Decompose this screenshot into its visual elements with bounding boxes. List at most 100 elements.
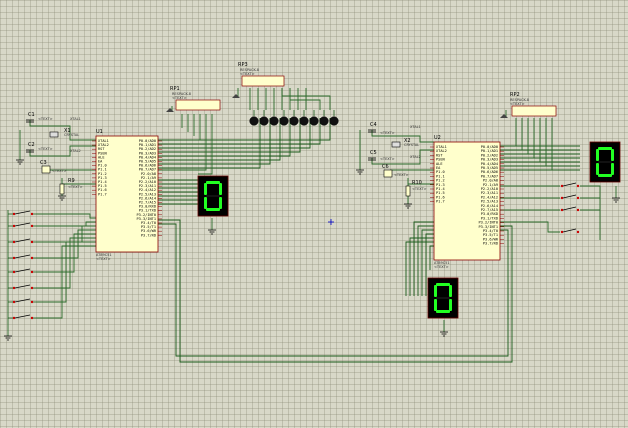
- mcu-u2-ref: U2: [434, 135, 441, 141]
- mcu-u2[interactable]: U2 AT89C51 <TEXT> XTAL1XTAL2RSTPSENALEEA…: [430, 135, 504, 269]
- mcu-pin-label: XTAL2: [436, 149, 447, 153]
- respack-rp3[interactable]: RP3 RESPACK-8 <TEXT>: [238, 62, 285, 87]
- respack-rp1-sub: <TEXT>: [172, 96, 187, 100]
- seven-seg-display-1[interactable]: 0: [197, 175, 229, 217]
- crystal-x2[interactable]: X2 CRYSTAL XTAL1 XTAL2: [391, 125, 421, 159]
- switch-lever[interactable]: [562, 182, 577, 187]
- crystal-x2-part: CRYSTAL: [404, 143, 419, 147]
- switch-contact: [560, 230, 564, 234]
- switch-contact: [12, 256, 16, 260]
- mcu-pin-label: P3.6/WR: [141, 229, 157, 233]
- mcu-pin-label: P2.7/A15: [481, 208, 498, 212]
- respack-rp1[interactable]: RP1 RESPACK-8 <TEXT>: [170, 86, 221, 111]
- crystal-x1-part: CRYSTAL: [64, 133, 79, 137]
- mcu-u1-right-pins: P0.0/AD0P0.1/AD1P0.2/AD2P0.3/AD3P0.4/AD4…: [137, 139, 162, 237]
- mcu-u2-body[interactable]: [433, 141, 501, 261]
- capacitor-c4-sub: <TEXT>: [380, 131, 395, 135]
- mcu-pin-label: P3.4/T0: [141, 221, 156, 225]
- switch-contact: [30, 256, 34, 260]
- ground-symbol: [4, 335, 12, 341]
- led-indicator: [269, 116, 279, 126]
- mcu-pin-label: XTAL2: [98, 143, 109, 147]
- switch-contact: [30, 240, 34, 244]
- switch-lever[interactable]: [562, 228, 577, 233]
- led-indicator: [319, 116, 329, 126]
- crystal-x1[interactable]: X1 CRYSTAL XTAL1 XTAL2: [49, 117, 81, 153]
- switch-contact: [560, 184, 564, 188]
- respack-rp2-sub: <TEXT>: [510, 102, 525, 106]
- mcu-pin-label: ALE: [436, 162, 443, 166]
- mcu-pin-label: P0.1/AD1: [481, 149, 498, 153]
- mcu-pin-label: P3.4/T0: [483, 229, 498, 233]
- mcu-pin-label: P0.1/AD1: [139, 143, 156, 147]
- seven-seg-segment: [436, 310, 450, 313]
- led-indicator: [279, 116, 289, 126]
- switch-contact: [12, 212, 16, 216]
- power-terminal-icon: [232, 94, 240, 98]
- seven-seg-segment: [436, 283, 450, 286]
- capacitor-c3[interactable]: C3 <TEXT>: [40, 160, 67, 174]
- mcu-pin-label: P1.3: [98, 176, 107, 180]
- resistor-r9[interactable]: R9 <TEXT>: [59, 178, 83, 195]
- seven-seg-segment-off: [436, 297, 450, 299]
- mcu-u1[interactable]: U1 AT89C51 <TEXT> XTAL1XTAL2RSTPSENALEEA…: [92, 129, 162, 261]
- seven-seg-segment: [219, 197, 222, 209]
- switch-lever[interactable]: [14, 238, 31, 243]
- mcu-pin-label: P2.3/A11: [481, 191, 498, 195]
- xtal2-label-u2: XTAL2: [410, 155, 421, 159]
- respack-rp2-ref: RP2: [510, 92, 520, 98]
- switch-lever[interactable]: [14, 254, 31, 259]
- capacitor-c4-ref: C4: [370, 122, 377, 128]
- mcu-pin-label: P0.6/AD6: [139, 164, 156, 168]
- crystal-x2-ref: X2: [404, 138, 411, 144]
- switch-lever[interactable]: [14, 298, 31, 303]
- switch-lever[interactable]: [14, 222, 31, 227]
- mcu-pin-label: P0.2/AD2: [139, 147, 156, 151]
- mcu-pin-label: P0.4/AD4: [481, 162, 498, 166]
- mcu-pin-label: P0.3/AD3: [481, 158, 498, 162]
- mcu-pin-label: P3.6/WR: [483, 237, 499, 241]
- seven-seg-display-3[interactable]: 0: [427, 277, 459, 319]
- mcu-u2-sub: <TEXT>: [434, 265, 449, 269]
- seven-seg-display-2[interactable]: 0: [589, 141, 621, 183]
- switch-lever[interactable]: [562, 194, 577, 199]
- respack-rp2[interactable]: RP2 RESPACK-8 <TEXT>: [510, 92, 557, 117]
- mcu-pin-label: RST: [436, 153, 443, 157]
- seven-seg-segment: [598, 174, 612, 177]
- power-terminal-icon: [500, 114, 508, 118]
- mcu-pin-label: XTAL1: [98, 139, 109, 143]
- mcu-pin-label: P3.3/INT1: [479, 225, 498, 229]
- mcu-u1-part: AT89C51: [96, 253, 112, 257]
- mcu-u1-left-pins: XTAL1XTAL2RSTPSENALEEAP1.0P1.1P1.2P1.3P1…: [92, 139, 109, 196]
- capacitor-c6[interactable]: C6 <TEXT>: [382, 164, 409, 178]
- switch-lever[interactable]: [14, 314, 31, 319]
- capacitor-c4[interactable]: C4 <TEXT>: [368, 122, 395, 135]
- resistor-r10[interactable]: R10 <TEXT>: [405, 180, 427, 197]
- mcu-pin-label: PSEN: [436, 158, 445, 162]
- led-indicator: [299, 116, 309, 126]
- switch-contact: [30, 286, 34, 290]
- xtal2-label-u1: XTAL2: [70, 149, 81, 153]
- switch-lever[interactable]: [14, 210, 31, 215]
- capacitor-c6-sub: <TEXT>: [394, 173, 409, 177]
- resistor-r10-sub: <TEXT>: [412, 187, 427, 191]
- respack-rp1-part: RESPACK-8: [172, 92, 191, 96]
- switch-lever[interactable]: [14, 268, 31, 273]
- seven-seg-segment: [219, 183, 222, 195]
- switch-lever[interactable]: [562, 206, 577, 211]
- capacitor-c5[interactable]: C5 <TEXT>: [368, 150, 395, 161]
- seven-seg-segment-off: [206, 195, 220, 197]
- mcu-u1-body[interactable]: [95, 135, 159, 253]
- mcu-pin-label: P1.3: [436, 183, 445, 187]
- mcu-pin-label: P1.5: [98, 184, 107, 188]
- mcu-pin-label: P2.4/A12: [481, 195, 498, 199]
- switch-contact: [12, 270, 16, 274]
- crosshair-cursor-icon: [328, 219, 334, 225]
- capacitor-c2[interactable]: C2 <TEXT>: [26, 142, 53, 153]
- mcu-pin-label: P3.1/TXD: [139, 209, 156, 213]
- switch-lever[interactable]: [14, 284, 31, 289]
- capacitor-c1[interactable]: C1 <TEXT>: [26, 112, 53, 123]
- mcu-pin-label: P1.1: [436, 174, 445, 178]
- respack-rp3-part: RESPACK-8: [240, 68, 259, 72]
